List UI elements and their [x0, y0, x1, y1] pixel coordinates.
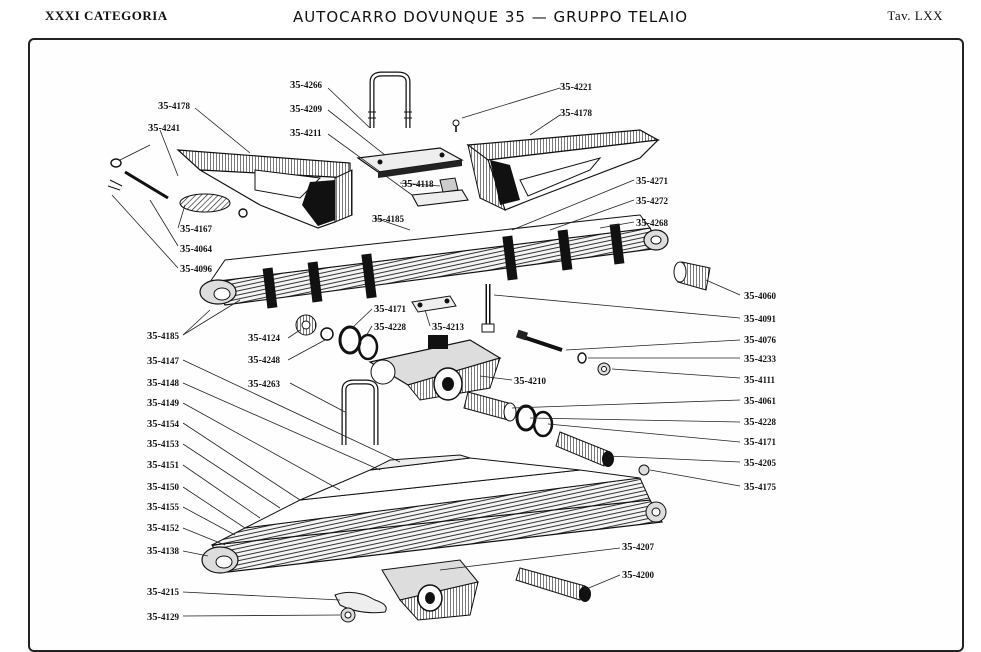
rings-left — [295, 314, 379, 361]
label-35-4185-top: 35-4185 — [372, 214, 405, 225]
label-35-4152: 35-4152 — [147, 523, 180, 534]
upper-leaf-spring — [199, 214, 669, 309]
small-bolt — [452, 119, 460, 132]
label-35-4263: 35-4263 — [248, 379, 281, 390]
bolt-4076 — [516, 329, 563, 352]
sleeve-assembly — [463, 391, 554, 438]
u-bolt-plate — [356, 147, 464, 178]
label-35-4210: 35-4210 — [514, 376, 547, 387]
label-35-4205: 35-4205 — [744, 458, 777, 469]
label-35-4248: 35-4248 — [248, 355, 281, 366]
plate-title: AUTOCARRO DOVUNQUE 35 — GRUPPO TELAIO — [292, 8, 689, 26]
lock-plate — [334, 591, 387, 623]
label-35-4178-left: 35-4178 — [158, 101, 191, 112]
label-35-4266: 35-4266 — [290, 80, 323, 91]
label-35-4148: 35-4148 — [147, 378, 180, 389]
label-35-4167: 35-4167 — [180, 224, 213, 235]
label-35-4060: 35-4060 — [744, 291, 777, 302]
label-35-4241: 35-4241 — [148, 123, 181, 134]
label-35-4138: 35-4138 — [147, 546, 180, 557]
label-35-4150: 35-4150 — [147, 482, 180, 493]
label-35-4207: 35-4207 — [622, 542, 655, 553]
label-35-4154: 35-4154 — [147, 419, 180, 430]
left-spring-bracket — [176, 149, 353, 229]
washer-nut — [577, 352, 611, 376]
label-35-4147: 35-4147 — [147, 356, 180, 367]
label-35-4153: 35-4153 — [147, 439, 180, 450]
label-35-4213: 35-4213 — [432, 322, 465, 333]
label-35-4215: 35-4215 — [147, 587, 180, 598]
lower-u-bolt — [341, 379, 379, 445]
label-35-4155: 35-4155 — [147, 502, 180, 513]
label-35-4271: 35-4271 — [636, 176, 669, 187]
label-35-4175: 35-4175 — [744, 482, 777, 493]
label-35-4209: 35-4209 — [290, 104, 323, 115]
link-4213 — [411, 295, 457, 313]
label-35-4076: 35-4076 — [744, 335, 777, 346]
label-35-4272: 35-4272 — [636, 196, 669, 207]
leader-lines — [111, 87, 741, 617]
drawing-frame — [28, 38, 964, 652]
label-35-4124: 35-4124 — [248, 333, 281, 344]
label-35-4091: 35-4091 — [744, 314, 777, 325]
label-35-4111: 35-4111 — [744, 375, 776, 386]
lower-trunnion — [381, 559, 479, 621]
label-35-4151: 35-4151 — [147, 460, 180, 471]
label-35-4200: 35-4200 — [622, 570, 655, 581]
category-header: XXXI CATEGORIA — [45, 8, 168, 23]
label-35-4118: 35-4118 — [402, 179, 434, 190]
label-35-4221: 35-4221 — [560, 82, 593, 93]
label-35-4171-top: 35-4171 — [374, 304, 407, 315]
upper-u-bolt — [368, 71, 412, 128]
label-35-4064: 35-4064 — [180, 244, 213, 255]
label-35-4178-right: 35-4178 — [560, 108, 593, 119]
label-35-4211: 35-4211 — [290, 128, 322, 139]
right-spring-bracket — [466, 129, 660, 211]
label-35-4171-right: 35-4171 — [744, 437, 777, 448]
label-35-4096: 35-4096 — [180, 264, 213, 275]
bushing-4060 — [673, 261, 711, 291]
label-35-4185-left: 35-4185 — [147, 331, 180, 342]
exploded-parts-diagram: 35-4178 35-4241 35-4167 35-4064 35-4096 … — [107, 71, 777, 623]
label-35-4061: 35-4061 — [744, 396, 777, 407]
trunnion-bracket — [368, 335, 502, 401]
label-35-4149: 35-4149 — [147, 398, 180, 409]
spacer-plate — [411, 177, 469, 207]
plate-number: Tav. LXX — [887, 8, 943, 23]
part-labels: 35-4178 35-4241 35-4167 35-4064 35-4096 … — [147, 80, 777, 623]
label-35-4228-top: 35-4228 — [374, 322, 407, 333]
pin-4205 — [555, 431, 650, 476]
pin-assembly — [107, 158, 248, 218]
label-35-4233: 35-4233 — [744, 354, 777, 365]
label-35-4228-right: 35-4228 — [744, 417, 777, 428]
label-35-4268: 35-4268 — [636, 218, 669, 229]
center-bolt — [481, 284, 495, 333]
lower-leaf-spring — [201, 454, 667, 574]
label-35-4129: 35-4129 — [147, 612, 180, 623]
pin-4200 — [515, 567, 591, 602]
